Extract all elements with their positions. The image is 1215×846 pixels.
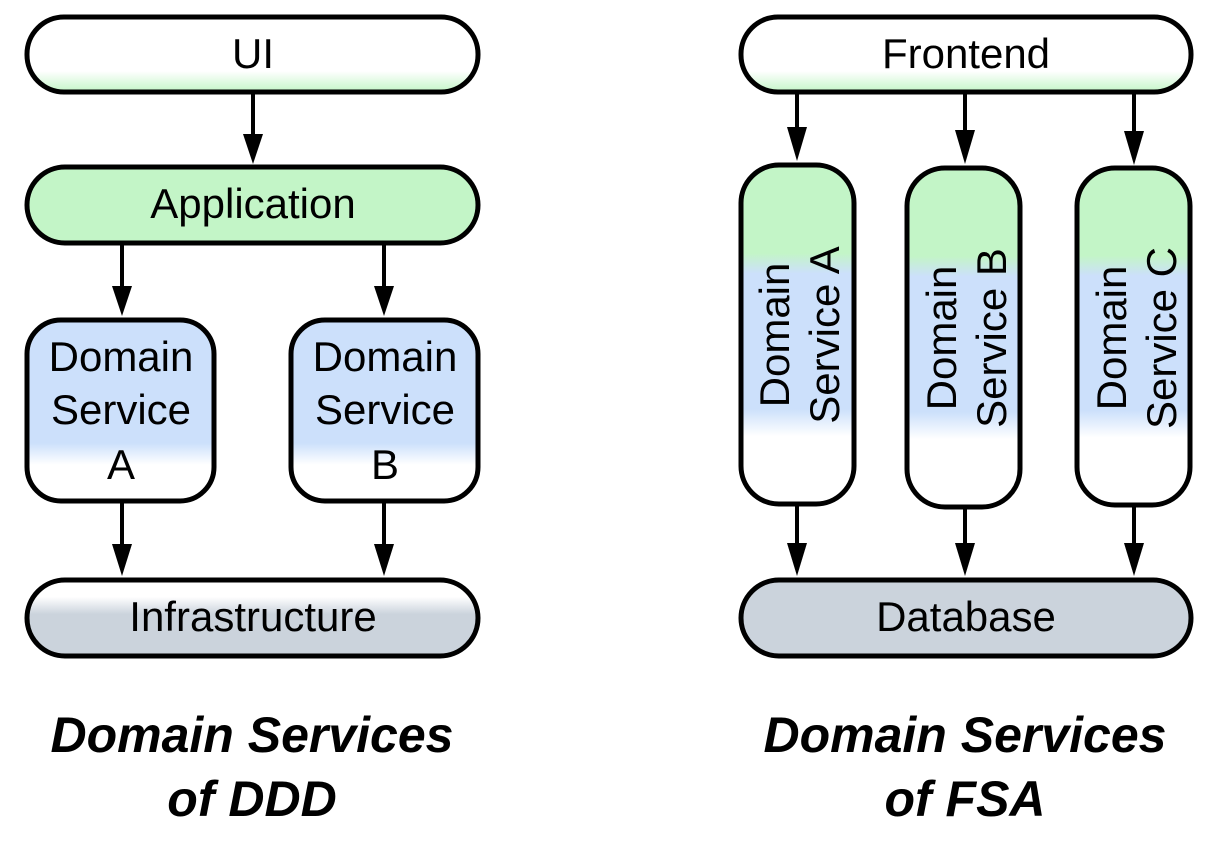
edge-application-to-domain-b <box>374 245 394 316</box>
edge-application-to-domain-a <box>112 245 132 316</box>
fsa-domain-service-a-box <box>738 162 857 507</box>
arrow-head-icon <box>955 130 975 164</box>
domain-service-b-line-1: Domain <box>313 333 458 380</box>
ddd-caption: Domain Services of DDD <box>0 703 512 831</box>
fsa-domain-service-a-line-1: Domain <box>751 263 798 408</box>
domain-service-b-line-3: B <box>371 441 399 488</box>
arrow-head-icon <box>787 543 807 576</box>
frontend-box <box>738 14 1194 95</box>
infrastructure-node: Infrastructure <box>24 577 481 659</box>
fsa-caption-line-2: of FSA <box>884 771 1046 827</box>
application-label: Application <box>150 180 355 227</box>
fsa-caption: Domain Services of FSA <box>705 703 1215 831</box>
database-box <box>738 577 1194 659</box>
arrow-head-icon <box>955 543 975 576</box>
fsa-domain-service-b-box <box>904 165 1023 510</box>
edge-domain-a-to-database <box>787 506 807 576</box>
infrastructure-label: Infrastructure <box>129 593 376 640</box>
edge-domain-c-to-database <box>1124 507 1144 576</box>
domain-service-a-box <box>24 317 217 504</box>
domain-service-a-line-2: Service <box>51 386 191 433</box>
edge-ui-to-application <box>243 94 263 164</box>
ui-node: UI <box>24 14 481 95</box>
frontend-label: Frontend <box>882 30 1050 77</box>
domain-service-b-line-2: Service <box>315 386 455 433</box>
arrow-head-icon <box>112 544 132 576</box>
edge-domain-a-to-infrastructure <box>112 503 132 576</box>
arrow-head-icon <box>374 286 394 316</box>
domain-service-b-node: Domain Service B <box>288 317 481 504</box>
domain-service-a-node: Domain Service A <box>24 317 217 504</box>
arrow-head-icon <box>1124 543 1144 576</box>
edge-frontend-to-domain-b <box>955 94 975 164</box>
edge-frontend-to-domain-a <box>787 94 807 161</box>
ui-box <box>24 14 481 95</box>
fsa-domain-service-c-line-2: Service C <box>1138 247 1185 429</box>
arrow-head-icon <box>112 286 132 316</box>
arrow-head-icon <box>1124 131 1144 165</box>
fsa-domain-service-c-line-1: Domain <box>1088 266 1135 411</box>
fsa-domain-service-c-box <box>1074 165 1193 508</box>
arrow-head-icon <box>243 134 263 164</box>
domain-service-b-box <box>288 317 481 504</box>
fsa-domain-service-b-line-2: Service B <box>968 248 1015 428</box>
edge-domain-b-to-infrastructure <box>374 503 394 576</box>
arrow-head-icon <box>787 127 807 161</box>
fsa-caption-line-1: Domain Services <box>763 707 1167 763</box>
domain-service-a-line-1: Domain <box>49 333 194 380</box>
application-box <box>24 164 481 246</box>
fsa-domain-service-a-line-2: Service A <box>801 246 848 423</box>
database-label: Database <box>876 593 1056 640</box>
fsa-domain-service-b-line-1: Domain <box>918 266 965 411</box>
ddd-caption-line-2: of DDD <box>167 771 337 827</box>
ddd-diagram: UI Application Domain Service A Domain <box>24 14 481 659</box>
database-node: Database <box>738 577 1194 659</box>
edge-domain-b-to-database <box>955 509 975 576</box>
ui-label: UI <box>232 30 274 77</box>
infrastructure-box <box>24 577 481 659</box>
ddd-caption-line-1: Domain Services <box>50 707 454 763</box>
fsa-domain-service-c-node: Domain Service C <box>1074 165 1193 508</box>
edge-frontend-to-domain-c <box>1124 94 1144 165</box>
fsa-domain-service-b-node: Domain Service B <box>904 165 1023 510</box>
application-node: Application <box>24 164 481 246</box>
fsa-diagram: Frontend Domain Service A Domain Servi <box>738 14 1194 659</box>
domain-service-a-line-3: A <box>107 441 135 488</box>
frontend-node: Frontend <box>738 14 1194 95</box>
fsa-domain-service-a-node: Domain Service A <box>738 162 857 507</box>
arrow-head-icon <box>374 544 394 576</box>
